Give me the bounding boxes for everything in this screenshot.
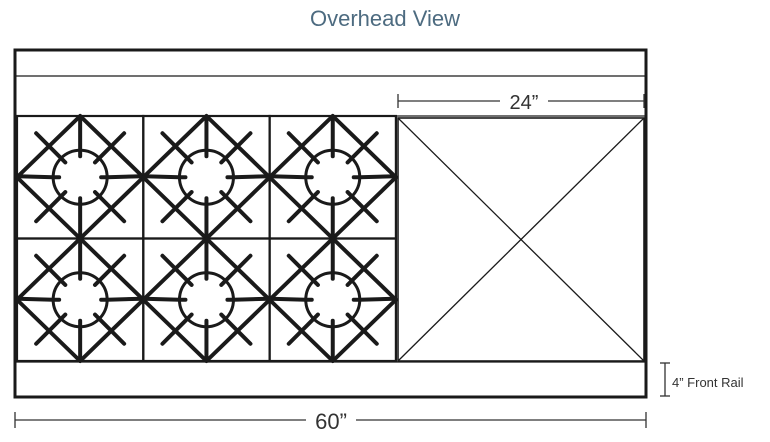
grate-spoke <box>268 296 308 302</box>
burner-tab <box>59 312 68 321</box>
griddle-width-label: 24” <box>510 92 539 114</box>
griddle <box>397 117 645 362</box>
grate-prong <box>34 131 64 161</box>
grate-prong <box>286 131 316 161</box>
burner-tab <box>311 156 320 165</box>
burner-tab <box>345 312 354 321</box>
grate-prong <box>97 316 127 346</box>
burner-tab <box>59 278 68 287</box>
total-width-dimension: 60” <box>14 409 647 434</box>
grate-prong <box>349 316 379 346</box>
total-width-label: 60” <box>315 409 347 434</box>
grate-prong <box>223 253 253 283</box>
burner-tab <box>185 190 194 199</box>
range-outline <box>13 48 648 399</box>
grate-spoke <box>142 296 182 302</box>
grate-prong <box>97 253 127 283</box>
grate-spoke <box>105 296 145 302</box>
grate-spoke <box>16 174 56 180</box>
burner-tab <box>92 312 102 321</box>
grate-spoke <box>231 296 271 302</box>
burner-tab <box>311 312 320 321</box>
grate-prong <box>223 194 253 224</box>
burner-tab <box>345 156 354 165</box>
burner-tab <box>92 190 102 199</box>
grate-prong <box>286 194 316 224</box>
grate-prong <box>286 253 316 283</box>
burner-tab <box>311 278 320 287</box>
grate-prong <box>223 316 253 346</box>
grate-prong <box>34 316 64 346</box>
burner-tab <box>59 156 68 165</box>
page-title: Overhead View <box>309 6 460 31</box>
burner-tab <box>92 278 102 287</box>
burner-tab <box>59 190 68 199</box>
grate-prong <box>160 131 190 161</box>
grate-prong <box>349 131 379 161</box>
front-rail-label: 4” Front Rail <box>672 375 744 390</box>
grate-spoke <box>357 296 397 302</box>
grate-prong <box>223 131 253 161</box>
grate-prong <box>349 253 379 283</box>
burner-tab <box>219 278 228 287</box>
burner-tab <box>92 156 102 165</box>
grate-prong <box>160 316 190 346</box>
burner-tab <box>219 156 228 165</box>
grate-prong <box>97 194 127 224</box>
burner-tab <box>185 156 194 165</box>
burner-tab <box>345 278 354 287</box>
grate-spoke <box>357 174 397 180</box>
burner-tab <box>219 190 228 199</box>
grate-prong <box>97 131 127 161</box>
grate-prong <box>160 194 190 224</box>
burner-tab <box>345 190 354 199</box>
burner-tab <box>219 312 228 321</box>
burner-grates <box>15 114 398 363</box>
grate-spoke <box>105 174 145 180</box>
grate-spoke <box>231 174 271 180</box>
grate-spoke <box>16 296 56 302</box>
burner-tab <box>185 312 194 321</box>
grate-spoke <box>142 174 182 180</box>
burner-tab <box>185 278 194 287</box>
grate-prong <box>34 253 64 283</box>
grate-prong <box>349 194 379 224</box>
burner-tab <box>311 190 320 199</box>
griddle-width-dimension: 24” <box>397 92 645 114</box>
grate-prong <box>34 194 64 224</box>
grate-prong <box>160 253 190 283</box>
front-rail-dimension: 4” Front Rail <box>660 362 744 397</box>
grate-prong <box>286 316 316 346</box>
grate-spoke <box>268 174 308 180</box>
